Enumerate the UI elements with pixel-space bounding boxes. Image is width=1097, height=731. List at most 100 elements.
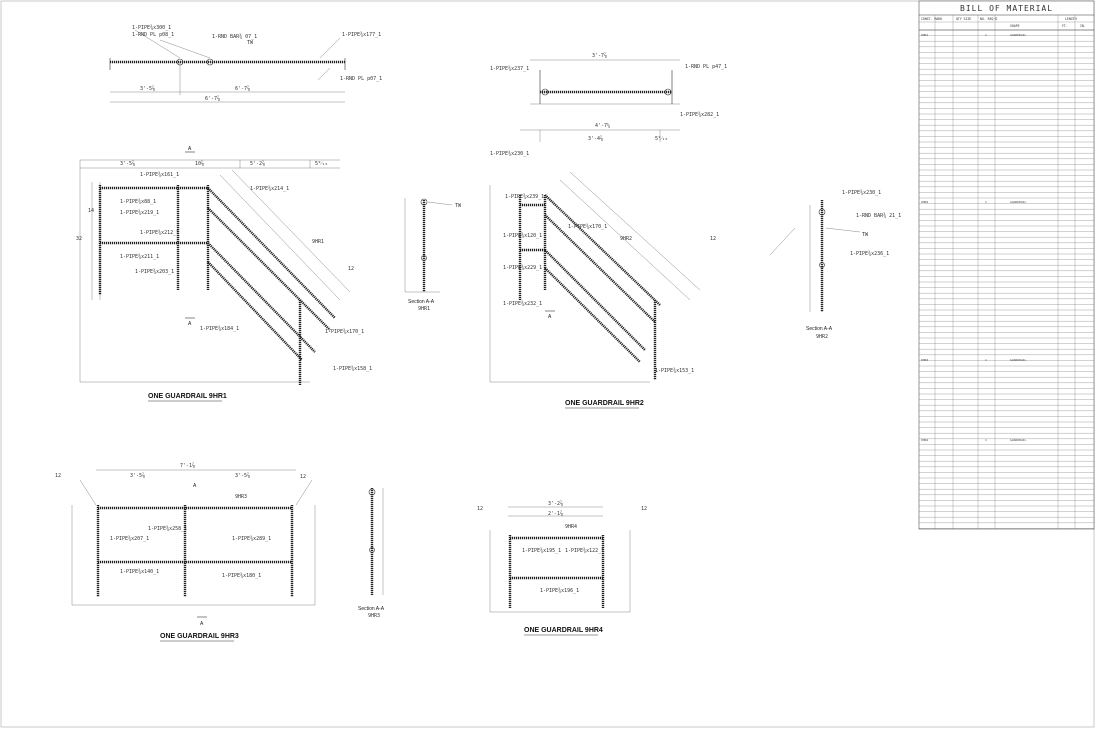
- hr3-label-pipe5: 1-PIPE¾x180_1: [222, 573, 261, 579]
- section-hr1: TW Section A-A 9HR1: [404, 198, 462, 312]
- hr1-section-marker-bottom: A: [188, 321, 192, 327]
- hr1-section-tw: TW: [455, 203, 462, 209]
- hr1-label-pipe5: 1-PIPE¾x211_1: [120, 254, 159, 260]
- strip-label-2: 1-RND PL p08_1: [132, 32, 174, 38]
- plan-strip-hr2: 1-PIPE¾x237_1 1-RND PL p47_1 1-PIPE¾x282…: [490, 52, 727, 118]
- bom-hdr-qty: QTY SIZE: [956, 17, 971, 21]
- hr4-dim-b: 2'-1⅞: [548, 510, 563, 517]
- hr2-plan-label-3: 1-PIPE¾x282_1: [680, 112, 719, 118]
- section-hr2-tw: TW: [862, 232, 869, 238]
- hr2-label-pipe1: 1-PIPE¾x230_1: [490, 151, 529, 157]
- bom-hdr-ft: FT.: [1062, 24, 1068, 28]
- hr2-dim-12: 12: [710, 236, 716, 242]
- bom-grid: [919, 15, 1094, 529]
- bom-hdr-shape: SHAPE: [1010, 24, 1020, 28]
- bom-group-3-qty: 1: [985, 358, 987, 362]
- hr1-label-pipe9: 1-PIPE¾x170_1: [325, 329, 364, 335]
- hr1-label-pipe3: 1-PIPE¾x219_1: [120, 210, 159, 216]
- bom-group-1-shape: GUARDRAIL: [1010, 33, 1026, 37]
- hr2-title: ONE GUARDRAIL 9HR2: [565, 400, 644, 407]
- hr1-label-pipe8: 1-PIPE¾x184_1: [200, 326, 239, 332]
- hr4-title: ONE GUARDRAIL 9HR4: [524, 627, 603, 634]
- bom-hdr-in: IN.: [1080, 24, 1086, 28]
- hr3-title: ONE GUARDRAIL 9HR3: [160, 633, 239, 640]
- hr3-dim-12a: 12: [55, 473, 61, 479]
- section-hr2-label-1: 1-PIPE¾x230_1: [842, 190, 881, 196]
- hr1-label-pipe10: 1-PIPE¾x158_1: [333, 366, 372, 372]
- section-hr2: 1-PIPE¾x230_1 1-RND BAR¾ 21_1 1-PIPE¾x23…: [769, 190, 901, 340]
- hr2-plan-label-1: 1-PIPE¾x237_1: [490, 66, 529, 72]
- section-hr2-title: Section A-A: [806, 326, 833, 332]
- hr1-section-marker-top: A: [188, 146, 192, 152]
- bom-group-4-mark: 9HR4: [921, 438, 928, 442]
- hr1-title: ONE GUARDRAIL 9HR1: [148, 393, 227, 400]
- hr1-dim-b: 10⅞: [195, 160, 204, 167]
- hr3-section-marker-bottom: A: [200, 621, 204, 627]
- strip-tw: TW: [247, 40, 254, 46]
- hr2-label-pipe4: 1-PIPE¾x229_1: [503, 265, 542, 271]
- hr4-label-pipe1: 1-PIPE¾x195_1: [522, 548, 561, 554]
- bom-group-4-shape: GUARDRAIL: [1010, 438, 1026, 442]
- strip-label-5: 1-RND PL p07_1: [340, 76, 382, 82]
- hr4-label-pipe3: 1-PIPE¾x196_1: [540, 588, 579, 594]
- bom-hdr-req: NO. REQ'D: [980, 17, 997, 21]
- hr3-section-marker-top: A: [193, 483, 197, 489]
- hr3-dim-12b: 12: [300, 474, 306, 480]
- strip-label-1: 1-PIPE¾x300_1: [132, 25, 171, 31]
- section-hr1-ref: 9HR1: [418, 306, 430, 312]
- hr3-label-pipe3: 1-PIPE¾x289_1: [232, 536, 271, 542]
- bom-hdr-mark: CONST. MARK: [921, 17, 942, 21]
- section-hr1-title: Section A-A: [408, 299, 435, 305]
- bom-group-1-qty: 1: [985, 33, 987, 37]
- hr3-mark: 9HR3: [235, 494, 247, 500]
- hr3-label-pipe4: 1-PIPE¾x140_1: [120, 569, 159, 575]
- hr2-plan-dim: 3'-7⅞: [592, 52, 607, 59]
- hr2-label-pipe3: 1-PIPE¾x120_1: [503, 233, 542, 239]
- hr2-label-pipe5: 1-PIPE¾x232_1: [503, 301, 542, 307]
- bom-group-2-shape: GUARDRAIL: [1010, 200, 1026, 204]
- hr1-dim-32: 32: [76, 236, 82, 242]
- elevation-hr2: 4'-7¼ 3'-4⅞ 5⁹⁄₁₆ 1-PIPE¾x230_1 1-PIPE¾x…: [489, 123, 716, 409]
- hr3-dim-a: 7'-1⅞: [180, 462, 195, 469]
- hr1-mark: 9HR1: [312, 239, 324, 245]
- hr4-dim-12b: 12: [641, 506, 647, 512]
- bom-title: BILL OF MATERIAL: [960, 4, 1053, 13]
- bom-group-2-mark: 9HR2: [921, 200, 928, 204]
- hr2-mark: 9HR2: [620, 236, 632, 242]
- plan-strip-hr1: 1-PIPE¾x300_1 1-RND PL p08_1 1-RND BAR¾ …: [109, 25, 382, 103]
- hr2-dim-b: 3'-4⅞: [588, 135, 603, 142]
- bom-group-2-qty: 1: [985, 200, 987, 204]
- section-hr2-label-2: 1-RND BAR¾ 21_1: [856, 213, 901, 219]
- bom-group-3-shape: GUARDRAIL: [1010, 358, 1026, 362]
- bom-hdr-length: LENGTH: [1065, 17, 1077, 21]
- bill-of-material: BILL OF MATERIAL CONST. MARK QTY SIZE NO…: [918, 0, 1095, 530]
- bom-group-4-qty: 1: [985, 438, 987, 442]
- hr1-label-pipe2: 1-PIPE¾x88_1: [120, 199, 156, 205]
- bom-frame: [918, 0, 1095, 530]
- hr2-dim-a: 4'-7¼: [595, 123, 610, 129]
- elevation-hr1: 3'-5⅞ 10⅞ 5'-2⅞ 5⁹⁄₁₆ 1-PIPE¾x161_1 1-PI…: [76, 146, 372, 402]
- hr1-dim-c: 5'-2⅞: [250, 160, 265, 167]
- strip-label-4: 1-PIPE¾x177_1: [342, 32, 381, 38]
- strip-dim-2: 6'-7⅞: [235, 85, 250, 92]
- section-hr3-title: Section A-A: [358, 606, 385, 612]
- elevation-hr4: 3'-2⅞ 2'-1⅞ 12 12 9HR4 1-PIPE¾x195_1 1-P…: [477, 500, 647, 636]
- strip-label-3: 1-RND BAR¾ 07_1: [212, 34, 257, 40]
- hr1-label-pipe7: 1-PIPE¾x214_1: [250, 186, 289, 192]
- hr2-section-marker: A: [548, 314, 552, 320]
- strip-dim-1: 3'-5⅞: [140, 85, 155, 92]
- section-hr3: Section A-A 9HR3: [358, 488, 385, 619]
- hr3-label-pipe2: 1-PIPE¾x207_1: [110, 536, 149, 542]
- bom-group-3-mark: 9HR3: [921, 358, 928, 362]
- hr4-mark: 9HR4: [565, 524, 577, 530]
- hr1-dim-a: 3'-5⅞: [120, 160, 135, 167]
- hr1-dim-12: 12: [348, 266, 354, 272]
- section-hr3-ref: 9HR3: [368, 613, 380, 619]
- hr2-label-pipe7: 1-PIPE¾x153_1: [655, 368, 694, 374]
- hr2-label-pipe6: 1-PIPE¾x170_1: [568, 224, 607, 230]
- hr4-label-pipe2: 1-PIPE¾x122_1: [565, 548, 604, 554]
- hr1-dim-14: 14: [88, 208, 94, 214]
- section-hr2-label-3: 1-PIPE¾x236_1: [850, 251, 889, 257]
- hr4-dim-12a: 12: [477, 506, 483, 512]
